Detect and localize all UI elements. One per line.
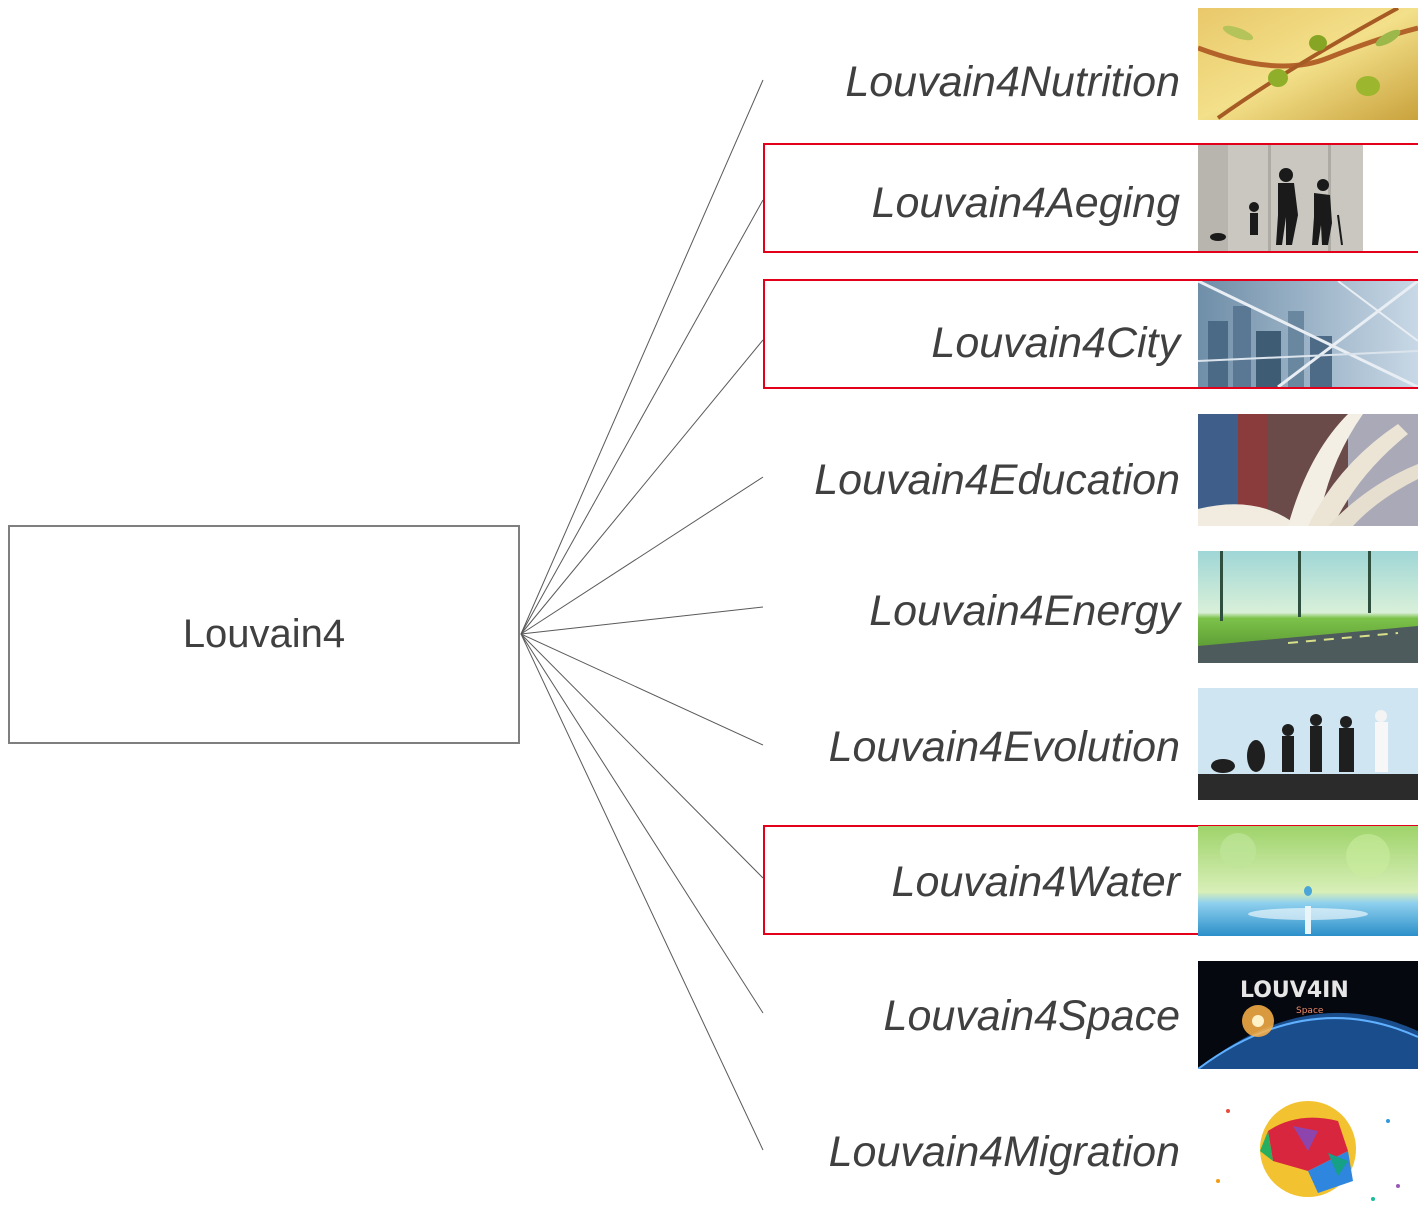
connector-line [520, 79, 764, 635]
highlight-frame-city [763, 279, 1418, 389]
wind-turbines-road-image [1198, 551, 1418, 663]
item-label-nutrition: Louvain4Nutrition [845, 58, 1180, 106]
root-label: Louvain4 [182, 612, 346, 656]
connector-line [520, 476, 764, 635]
connector-line [520, 339, 764, 635]
water-drop-image [1198, 826, 1418, 936]
item-label-city: Louvain4City [931, 319, 1180, 367]
city-glass-image [1198, 281, 1418, 387]
highlight-frame-aeging [763, 143, 1418, 253]
connector-line [520, 633, 764, 1014]
space-logo-text: LOUV4IN [1240, 978, 1349, 1003]
item-label-energy: Louvain4Energy [869, 587, 1180, 635]
connector-line [520, 606, 764, 635]
highlight-frame-water [763, 825, 1418, 935]
connector-line [520, 633, 764, 879]
connector-line [520, 633, 764, 746]
connector-line [520, 633, 764, 1151]
item-label-space: Louvain4Space [883, 992, 1180, 1040]
item-label-evolution: Louvain4Evolution [828, 723, 1180, 771]
item-label-migration: Louvain4Migration [828, 1128, 1180, 1176]
root-node: Louvain4 [8, 525, 520, 744]
item-label-water: Louvain4Water [891, 858, 1180, 906]
human-evolution-image [1198, 688, 1418, 800]
earth-from-space-image: LOUV4IN Space [1198, 961, 1418, 1069]
item-label-education: Louvain4Education [814, 456, 1180, 504]
svg-text:Space: Space [1296, 1006, 1324, 1016]
open-book-image [1198, 414, 1418, 526]
mosaic-globe-image [1198, 1091, 1418, 1207]
olive-branch-image [1198, 8, 1418, 120]
item-label-aeging: Louvain4Aeging [871, 179, 1180, 227]
connector-line [520, 199, 764, 635]
aging-silhouettes-image [1198, 145, 1363, 251]
